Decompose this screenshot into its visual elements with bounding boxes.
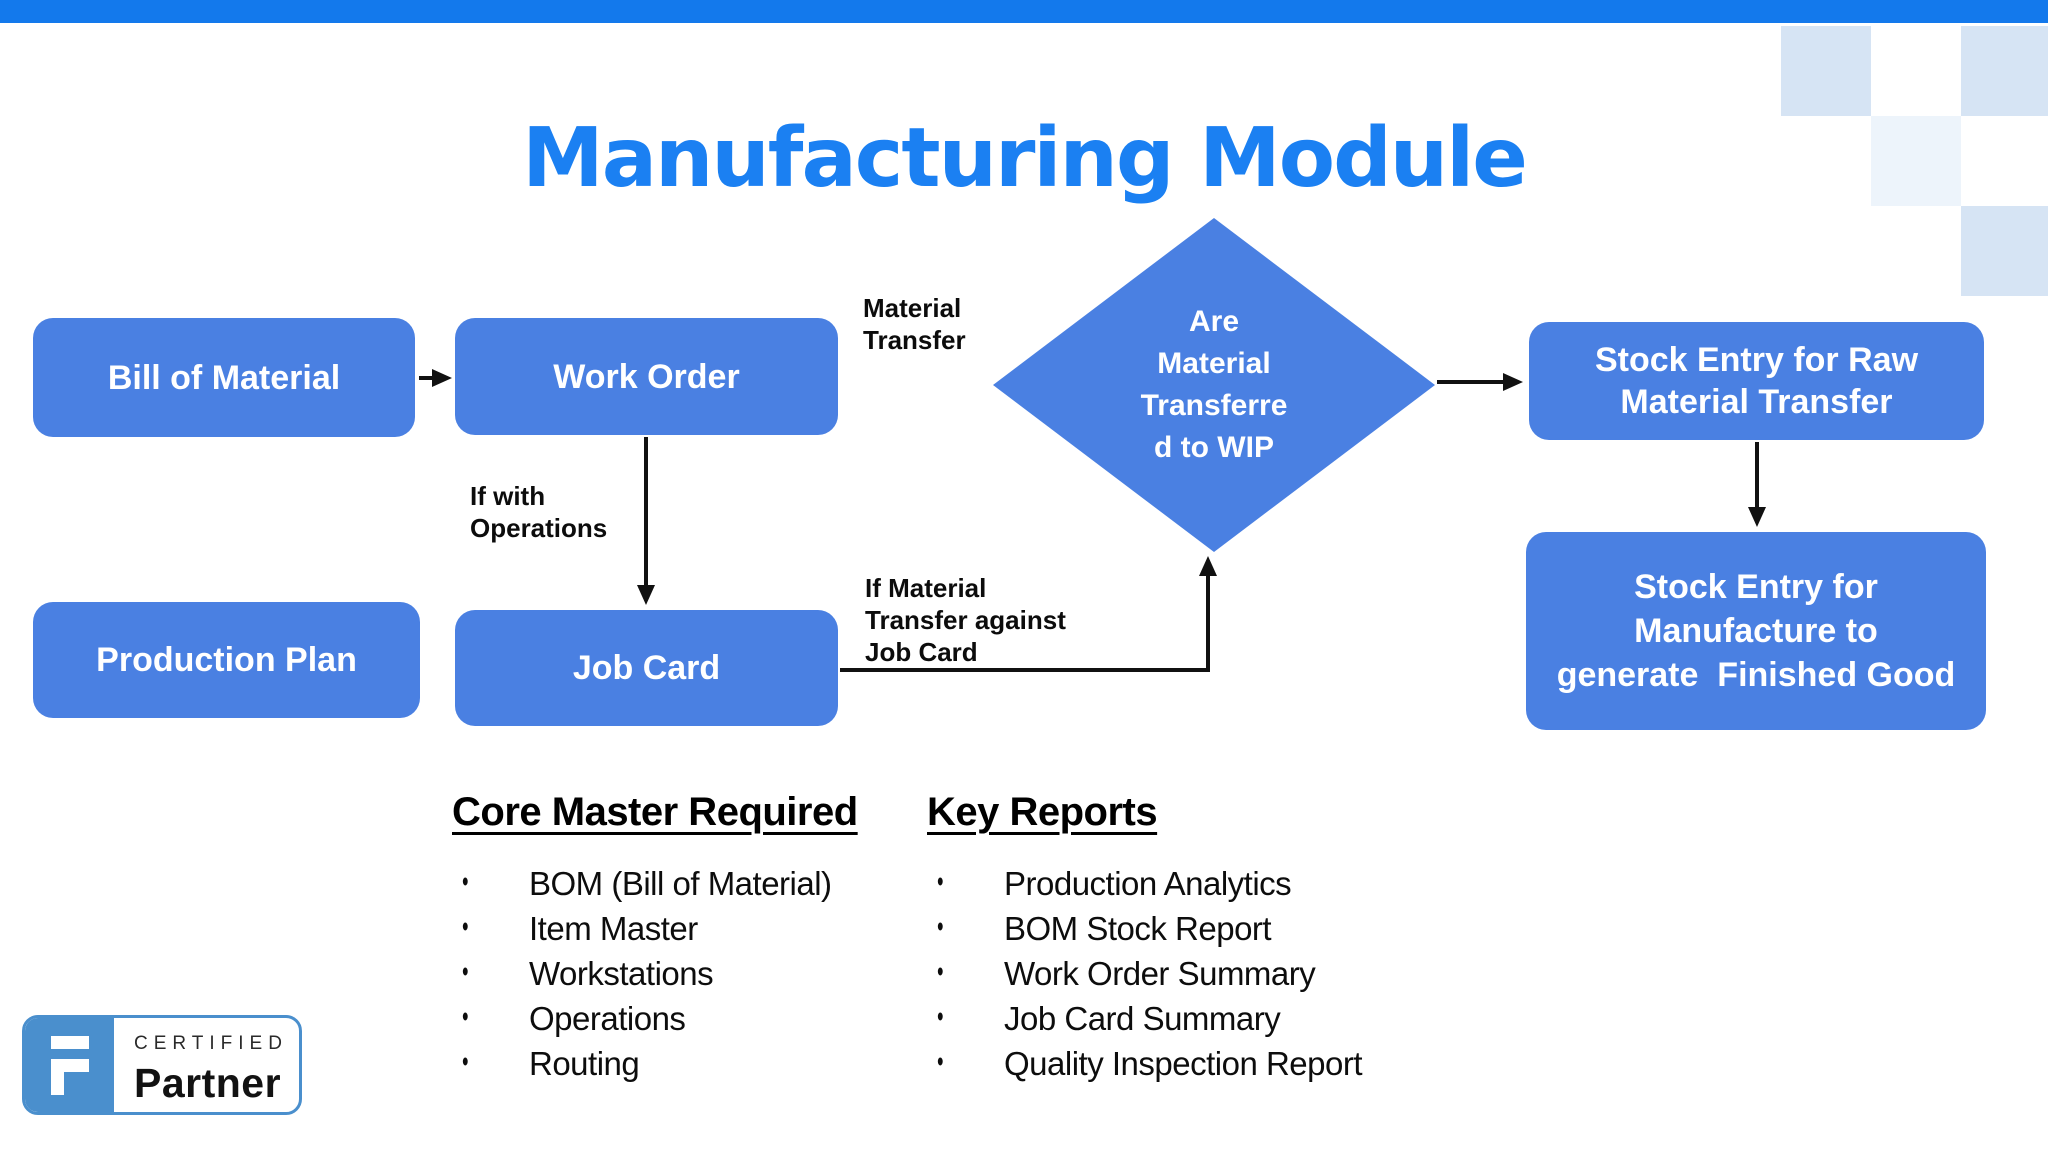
list-core-master-required: Core Master Required • BOM (Bill of Mate… (452, 790, 922, 1086)
edge-label-material-transfer: Material Transfer (863, 293, 966, 355)
node-label: Bill of Material (107, 358, 341, 397)
edge-label-if-material-transfer-against-job-card: If Material Transfer against Job Card (865, 573, 1066, 667)
list-item-label: Work Order Summary (1004, 954, 1316, 992)
bullet-icon: • (937, 1000, 944, 1034)
list-item: • Quality Inspection Report (927, 1041, 1487, 1086)
decision-material-transferred-to-wip: Are Material Transferre d to WIP (993, 218, 1435, 552)
decision-label: Are Material Transferre d to WIP (1140, 305, 1288, 464)
list-item: • Routing (452, 1041, 922, 1086)
list-item: • Item Master (452, 906, 922, 951)
frappe-logo-icon (50, 1035, 89, 1095)
list-item: • BOM (Bill of Material) (452, 861, 922, 906)
node-stock-entry-raw-material: Stock Entry for Raw Material Transfer (1529, 322, 1984, 440)
badge-text-panel: CERTIFIED Partner (114, 1018, 288, 1112)
list-item-label: BOM Stock Report (1004, 909, 1272, 947)
list-heading: Key Reports (927, 790, 1158, 834)
node-label: Production Plan (96, 641, 357, 679)
bullet-icon: • (462, 1000, 469, 1034)
node-work-order: Work Order (455, 318, 838, 435)
list-item-label: Routing (529, 1044, 640, 1082)
badge-certified-label: CERTIFIED (134, 1033, 288, 1054)
checker-square (1871, 116, 1961, 206)
list-item-label: Item Master (529, 909, 698, 947)
certified-partner-badge: CERTIFIED Partner (22, 1015, 302, 1115)
list-item-label: Quality Inspection Report (1004, 1044, 1363, 1082)
bullet-icon: • (462, 865, 469, 899)
bullet-icon: • (937, 910, 944, 944)
list-item: • Job Card Summary (927, 996, 1487, 1041)
badge-partner-label: Partner (134, 1060, 282, 1106)
node-production-plan: Production Plan (33, 602, 420, 718)
logo-stem (50, 1058, 64, 1095)
list-item-label: Job Card Summary (1004, 999, 1281, 1037)
list-item-label: Production Analytics (1004, 864, 1292, 902)
logo-bar (50, 1035, 89, 1049)
node-stock-entry-finished-good: Stock Entry for Manufacture to generate … (1526, 532, 1986, 730)
node-label: Job Card (572, 649, 721, 687)
list-item: • Workstations (452, 951, 922, 996)
bullet-icon: • (937, 955, 944, 989)
list-item-label: Operations (529, 999, 686, 1037)
bullet-icon: • (937, 865, 944, 899)
checker-square (1781, 26, 1871, 116)
list-rows: • BOM (Bill of Material) • Item Master •… (452, 861, 922, 1086)
list-key-reports: Key Reports • Production Analytics • BOM… (927, 790, 1487, 1086)
node-bill-of-material: Bill of Material (33, 318, 415, 437)
bullet-icon: • (462, 955, 469, 989)
list-item: • Operations (452, 996, 922, 1041)
list-item: • BOM Stock Report (927, 906, 1487, 951)
edge-label-if-with-operations: If with Operations (470, 481, 608, 543)
bullet-icon: • (462, 1045, 469, 1079)
list-item: • Work Order Summary (927, 951, 1487, 996)
checker-square (1961, 206, 2048, 296)
bullet-icon: • (937, 1045, 944, 1079)
node-label: Stock Entry for Raw Material Transfer (1594, 341, 1919, 421)
bullet-icon: • (462, 910, 469, 944)
page-title: Manufacturing Module (522, 110, 1528, 206)
list-item-label: BOM (Bill of Material) (529, 864, 832, 902)
list-item-label: Workstations (529, 954, 714, 992)
list-item: • Production Analytics (927, 861, 1487, 906)
checker-square (1961, 26, 2048, 116)
node-label: Work Order (553, 357, 740, 396)
list-heading: Core Master Required (452, 790, 858, 834)
top-accent-bar (0, 0, 2048, 23)
badge-logo-panel (25, 1018, 114, 1112)
node-job-card: Job Card (455, 610, 838, 726)
list-rows: • Production Analytics • BOM Stock Repor… (927, 861, 1487, 1086)
node-label: Stock Entry for Manufacture to generate … (1556, 568, 1956, 694)
